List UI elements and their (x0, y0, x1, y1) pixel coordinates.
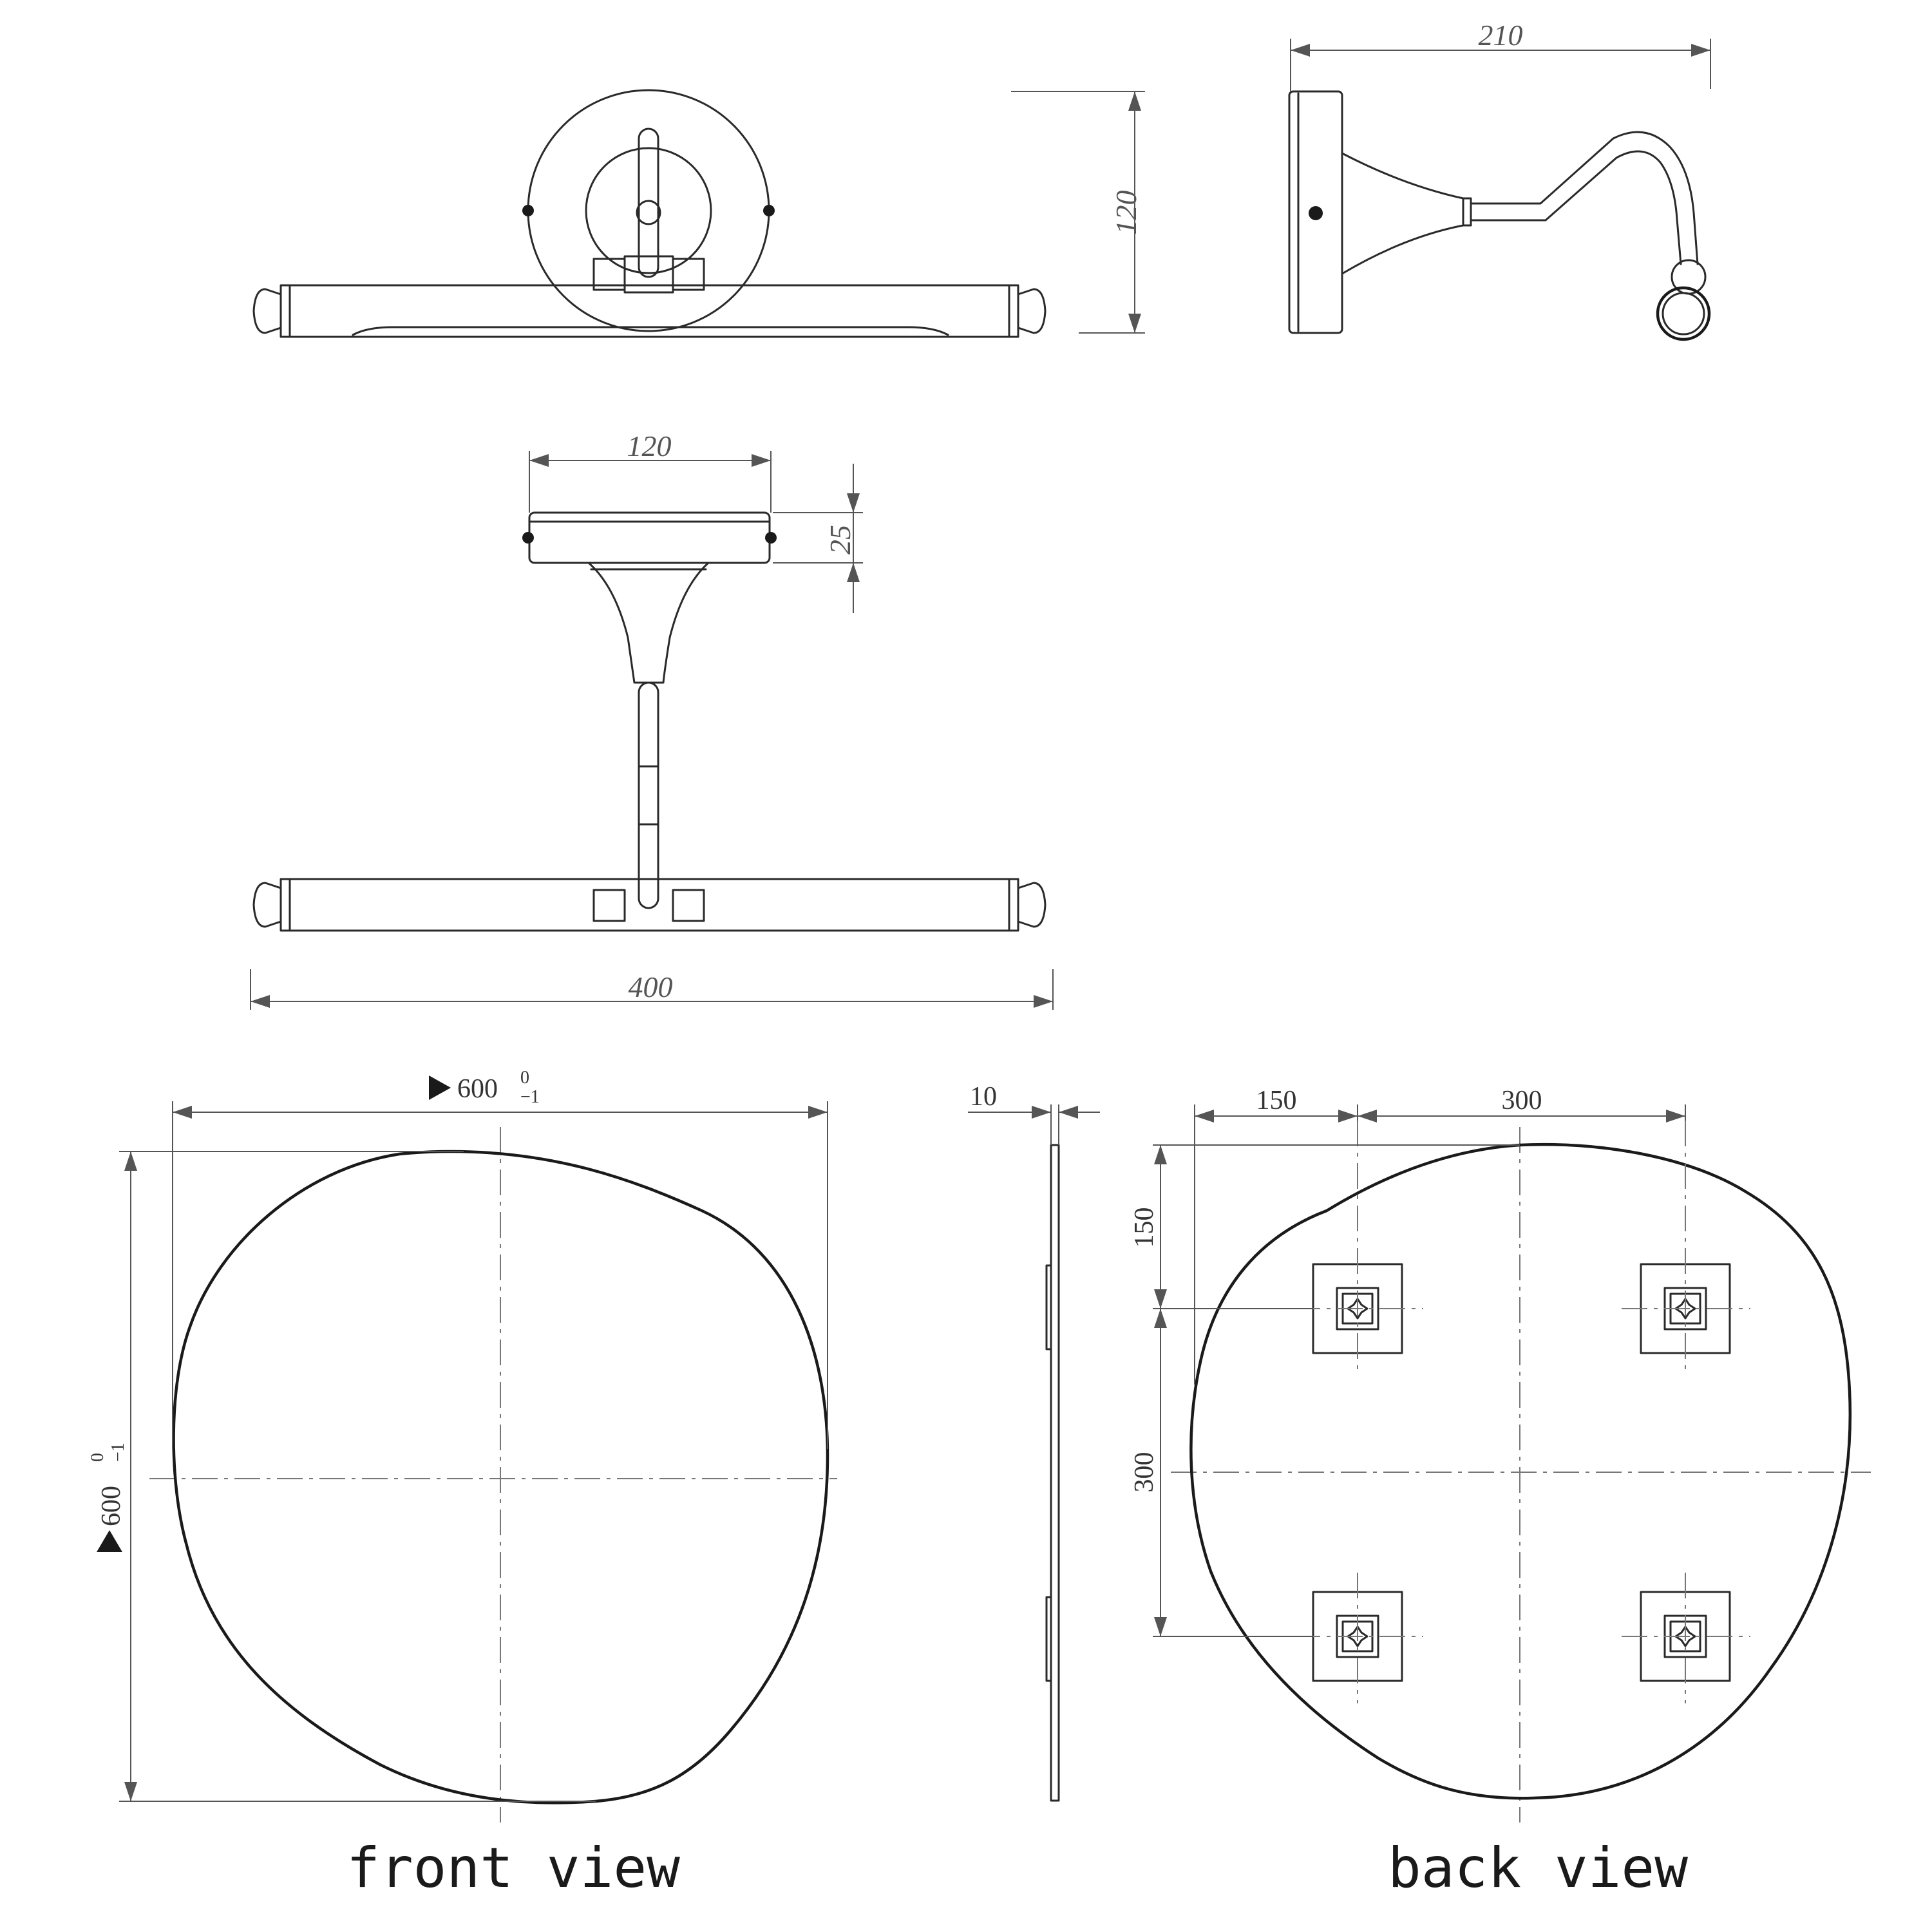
lamp-screw-right (763, 205, 775, 216)
dimension-bracket-offset-y-label: 150 (1130, 1208, 1159, 1248)
dimension-plate-thickness: 25 (773, 464, 863, 613)
lamp-side-view (1288, 90, 1711, 341)
tolerance-upper-height: 0 (88, 1453, 108, 1462)
mirror-side-bracket-top (1045, 1264, 1052, 1350)
dimension-bracket-horizontal: 150 300 (1194, 1086, 1686, 1385)
lamp-bracket-center (623, 255, 674, 294)
mirror-side-bracket-bottom (1045, 1596, 1052, 1682)
dimension-mirror-height: 600 0 −1 (88, 1151, 596, 1802)
dimension-bracket-vertical: 150 300 (1130, 1144, 1520, 1637)
mirror-back-view (1171, 1121, 1871, 1823)
lamp-side-cone (1341, 152, 1464, 275)
lamp-top-bracket-right (672, 889, 705, 922)
lamp-top-bar (279, 878, 1019, 932)
dimension-mirror-thickness-label: 10 (970, 1082, 997, 1112)
dimension-bracket-spacing-y-label: 300 (1130, 1452, 1159, 1493)
flatness-symbol-width (429, 1075, 451, 1100)
lamp-end-cap-right (1017, 288, 1046, 334)
mirror-back-outline (1189, 1142, 1852, 1800)
dimension-bar-length: 400 (250, 969, 1054, 1010)
dimension-mirror-width: 600 0 −1 (172, 1068, 828, 1449)
dimension-mirror-height-label: 600 (97, 1486, 126, 1526)
dimension-mirror-thickness: 10 (968, 1082, 1100, 1145)
mounting-bracket-top-left (1294, 1121, 1423, 1375)
lamp-side-collar (1462, 197, 1472, 227)
dimension-plate-width: 120 (529, 430, 772, 513)
screw-icon (1347, 1625, 1368, 1647)
lamp-side-arm-outer (1470, 131, 1699, 265)
dimension-plate-thickness-label: 25 (824, 525, 857, 554)
mirror-side-glass (1050, 1144, 1060, 1802)
dimension-mirror-width-label: 600 (457, 1074, 498, 1104)
mounting-bracket-bottom-right (1622, 1573, 1750, 1703)
lamp-side-arm-inner (1470, 150, 1682, 265)
screw-icon (1347, 1298, 1368, 1320)
dimension-bracket-spacing-x-label: 300 (1502, 1086, 1542, 1115)
screw-icon (1674, 1625, 1696, 1647)
lamp-diffuser (352, 326, 949, 336)
dimension-lamp-height: 120 (1011, 91, 1145, 334)
tolerance-upper-width: 0 (520, 1068, 529, 1088)
dimension-lamp-depth: 210 (1290, 19, 1711, 91)
front-view-label: front view (346, 1836, 680, 1900)
lamp-arm-joint (636, 200, 661, 225)
mirror-front-outline (172, 1150, 829, 1804)
dimension-bar-length-label: 400 (629, 971, 673, 1003)
tolerance-lower-height: −1 (108, 1443, 128, 1462)
dimension-lamp-depth-label: 210 (1479, 19, 1523, 52)
mirror-side-view (1045, 1144, 1060, 1802)
lamp-top-view (252, 511, 1046, 932)
screw-icon (1674, 1298, 1696, 1320)
lamp-side-head (1656, 286, 1711, 341)
mirror-front-view (149, 1127, 837, 1823)
lamp-top-plate (528, 511, 771, 564)
lamp-side-screw (1309, 206, 1323, 220)
tolerance-lower-width: −1 (520, 1087, 540, 1107)
lamp-top-cone (587, 562, 710, 684)
lamp-top-arm (638, 681, 659, 909)
flatness-symbol-height (97, 1530, 122, 1552)
lamp-top-bracket-left (592, 889, 626, 922)
back-view-label: back view (1388, 1836, 1688, 1900)
lamp-front-view (252, 89, 1046, 338)
lamp-wall-plate-outer (527, 89, 770, 332)
mounting-bracket-top-right (1622, 1121, 1750, 1375)
lamp-end-cap-left (252, 288, 282, 334)
mounting-bracket-bottom-left (1294, 1573, 1423, 1703)
dimension-lamp-height-label: 120 (1110, 191, 1142, 235)
lamp-arm (638, 128, 659, 278)
lamp-screw-left (522, 205, 534, 216)
dimension-plate-width-label: 120 (627, 430, 672, 462)
dimension-bracket-offset-x-label: 150 (1256, 1086, 1297, 1115)
lamp-wall-plate-inner (585, 147, 712, 274)
